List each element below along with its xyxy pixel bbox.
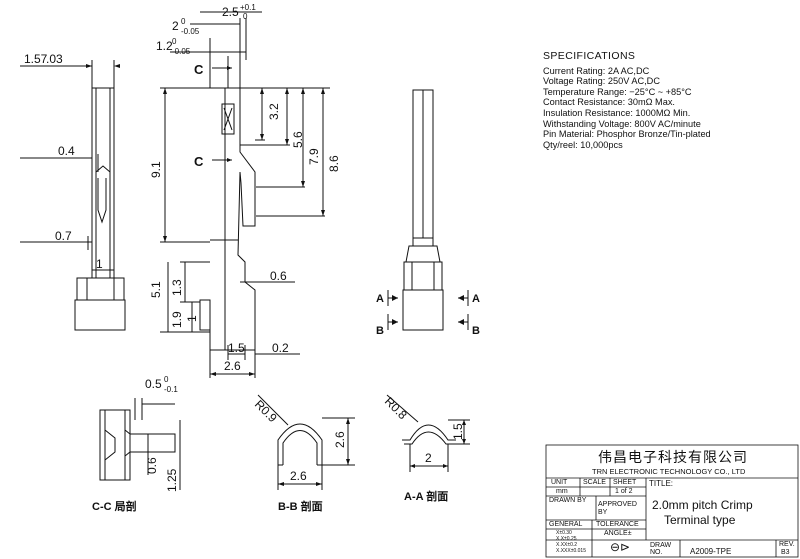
unit-label: UNIT (551, 479, 568, 486)
dim-cc-0-6: 0.6 (145, 457, 159, 474)
left-side-view (20, 60, 126, 331)
dim-1-2-tol-top: 0 (172, 37, 177, 46)
dim-bb-2-6-h: 2.6 (290, 469, 307, 483)
approved-label-2: BY (598, 509, 608, 516)
title-block-grid (545, 444, 799, 558)
approved-label-1: APPROVED (598, 501, 637, 508)
unit-value: mm (556, 488, 568, 495)
caption-aa: A-A 剖面 (404, 489, 448, 503)
dim-0-2: 0.2 (272, 341, 289, 355)
right-front-view (387, 89, 469, 331)
section-c-mid: C (194, 154, 204, 169)
aa-section-view (386, 394, 470, 472)
tolerance-values: X±0.30 X.X±0.25 X.XX±0.2 X.XXX±0.015 (556, 530, 586, 554)
dim-8-6: 8.6 (327, 155, 341, 172)
spec-line: Pin Material: Phosphor Bronze/Tin-plated (543, 129, 711, 140)
dim-cc-tol-bot: -0.1 (164, 385, 178, 394)
dim-5-6: 5.6 (291, 131, 305, 148)
dim-3-2: 3.2 (267, 103, 281, 120)
dim-1-2: 1.2 (156, 39, 173, 53)
dim-bb-r: R0.9 (252, 397, 280, 425)
dim-0-7: 0.7 (55, 229, 72, 243)
bb-section-view (257, 394, 355, 490)
dim-2-5-tol-bot: 0 (243, 12, 248, 21)
cc-section-view (99, 398, 181, 490)
dim-1-9: 1.9 (170, 311, 184, 328)
dim-1: 1 (96, 257, 103, 271)
dim-2-tol-bot: -0.05 (181, 27, 200, 36)
draw-no-label-1: DRAW (650, 542, 672, 549)
dim-1-b: 1 (185, 315, 199, 322)
dim-2-tol-top: 0 (181, 17, 186, 26)
rev-label: REV. (779, 541, 795, 548)
center-profile-view (160, 11, 330, 378)
draw-no-label-2: NO. (650, 549, 663, 556)
scale-label: SCALE (583, 479, 606, 486)
dim-1-2-tol-bot: -0.05 (172, 47, 191, 56)
spec-line: Insulation Resistance: 1000MΩ Min. (543, 107, 691, 118)
dim-03: .03 (46, 52, 63, 66)
tolerance-label: TOLERANCE (596, 521, 639, 528)
section-a-left: A (376, 293, 384, 305)
company-name-cn: 伟昌电子科技有限公司 (598, 449, 748, 465)
dim-2-5-tol-top: +0.1 (240, 3, 256, 12)
draw-no-value: A2009-TPE (690, 547, 732, 556)
dim-5-1: 5.1 (149, 281, 163, 298)
dim-2-5: 2.5 (222, 5, 239, 19)
caption-cc: C-C 局剖 (92, 499, 137, 513)
section-b-left: B (376, 325, 384, 337)
dim-0-4: 0.4 (58, 144, 75, 158)
specifications-heading: SPECIFICATIONS (543, 50, 636, 62)
drawing-title-line1: 2.0mm pitch Crimp (652, 498, 753, 512)
arrowheads (86, 64, 466, 486)
sheet-value: 1 of 2 (615, 488, 633, 495)
drawn-by-label: DRAWN BY (549, 497, 587, 504)
caption-bb: B-B 剖面 (278, 499, 323, 513)
dim-0-6: 0.6 (270, 269, 287, 283)
section-c-top: C (194, 62, 204, 77)
section-b-right: B (472, 325, 480, 337)
dim-aa-r: R0.8 (382, 394, 410, 422)
dimension-labels: 1.57 .03 0.4 0.7 1 2 0 -0.05 1.2 0 -0.05… (24, 3, 465, 492)
dim-9-1: 9.1 (149, 161, 163, 178)
sheet-label: SHEET (613, 479, 637, 486)
dim-2: 2 (172, 19, 179, 33)
dim-aa-2: 2 (425, 451, 432, 465)
section-a-right: A (472, 293, 480, 305)
projection-symbol-icon: ⊖⊳ (610, 540, 631, 554)
dim-2-6: 2.6 (224, 359, 241, 373)
general-label: GENERAL (549, 521, 583, 528)
view-captions: C-C 局剖 B-B 剖面 A-A 剖面 (92, 489, 448, 513)
spec-line: Temperature Range: −25°C ~ +85°C (543, 86, 692, 97)
spec-line: Contact Resistance: 30mΩ Max. (543, 97, 675, 108)
dim-aa-1-5: 1.5 (451, 423, 465, 440)
dim-7-9: 7.9 (307, 148, 321, 165)
spec-line: Current Rating: 2A AC,DC (543, 65, 650, 76)
company-name-en: TRN ELECTRONIC TECHNOLOGY CO., LTD (592, 467, 746, 476)
spec-line: Withstanding Voltage: 800V AC/minute (543, 118, 701, 129)
dim-bb-2-6-v: 2.6 (333, 431, 347, 448)
dim-1-3: 1.3 (170, 279, 184, 296)
spec-line: Voltage Rating: 250V AC,DC (543, 76, 660, 87)
title-label: TITLE: (649, 479, 674, 488)
specifications-block: SPECIFICATIONS Current Rating: 2A AC,DC … (543, 51, 793, 150)
dim-1-57: 1.57 (24, 52, 48, 66)
drawing-title-line2: Terminal type (664, 513, 736, 527)
angle-label: ANGLE± (604, 530, 632, 537)
section-markers: C C A A B B (194, 62, 480, 337)
dim-cc-tol-top: 0 (164, 375, 169, 384)
rev-value: B3 (781, 549, 790, 556)
dim-cc-1-25: 1.25 (165, 468, 179, 492)
dim-1-5: 1.5 (228, 341, 245, 355)
dim-cc-0-5: 0.5 (145, 377, 162, 391)
spec-line: Qty/reel: 10,000pcs (543, 139, 623, 150)
